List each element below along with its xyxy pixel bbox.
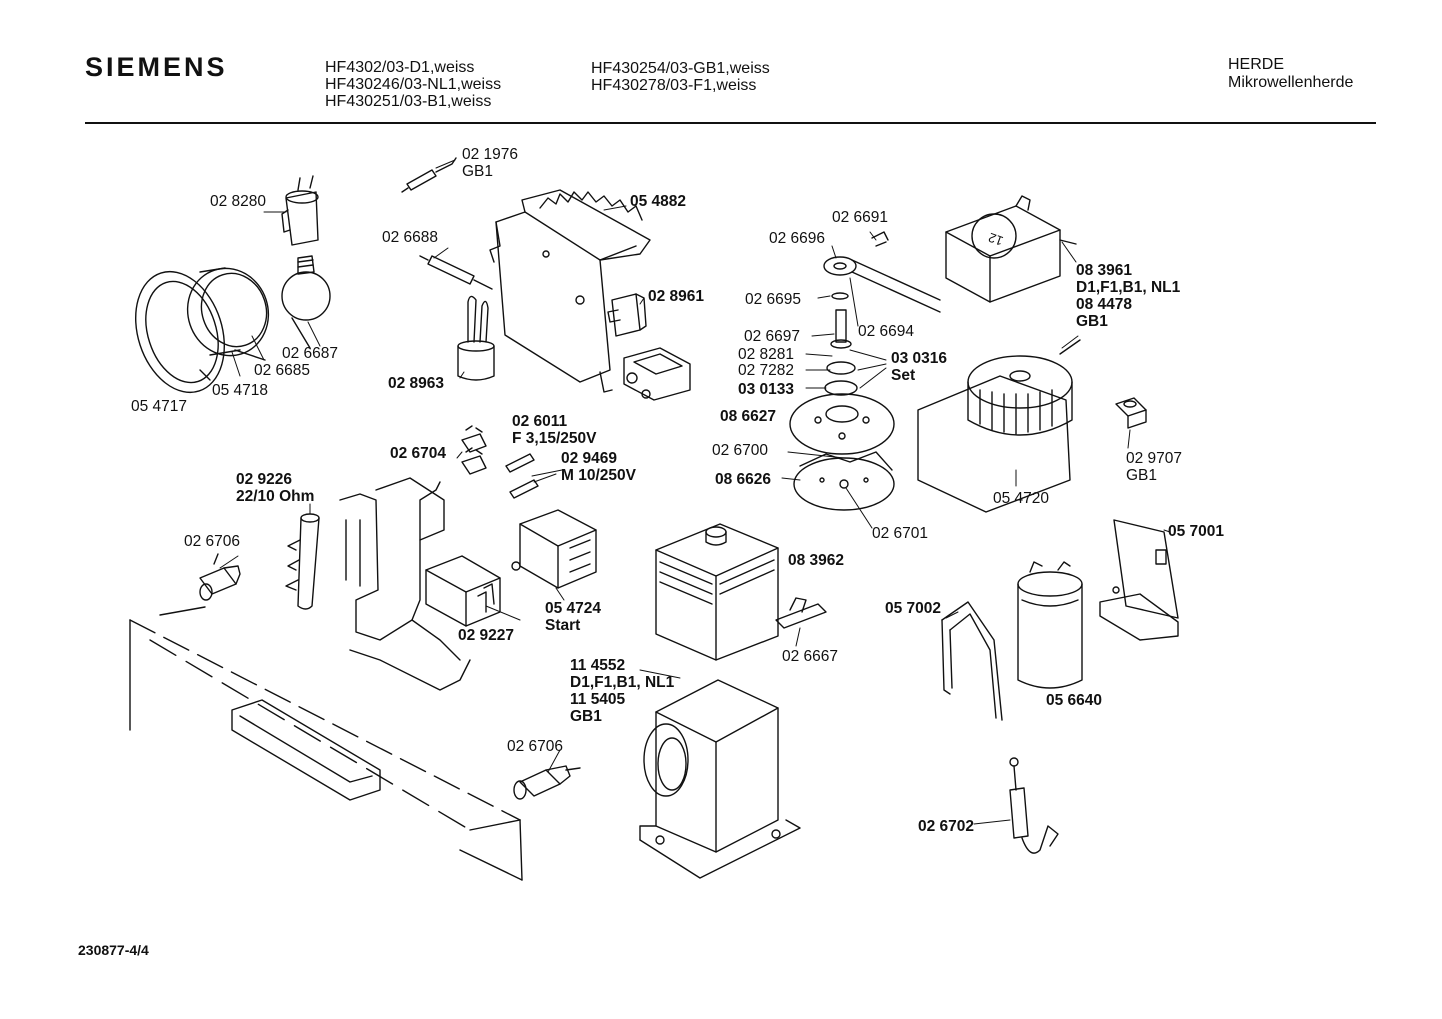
pcb-bracket-drawing <box>1099 519 1179 641</box>
category-block: HERDE Mikrowellenherde <box>1228 56 1353 92</box>
model-line: HF4302/03-D1,weiss <box>325 59 475 76</box>
switch-bracket-drawing <box>623 347 691 401</box>
turntable-motor-drawing: 12 <box>945 195 1077 303</box>
model-line: HF430246/03-NL1,weiss <box>325 76 502 93</box>
switch-029707-drawing <box>1115 397 1147 429</box>
brand-logo: SIEMENS <box>85 52 228 82</box>
model-line: HF430254/03-GB1,weiss <box>591 60 770 77</box>
part-label-026697: 02 6697 <box>744 328 801 345</box>
part-label-026687: 02 6687 <box>282 345 339 362</box>
turntable-drive-drawing <box>823 231 941 313</box>
resistor-tube-drawing <box>285 513 320 610</box>
part-label-029227: 02 9227 <box>458 627 515 644</box>
spindle-drawing <box>824 309 858 396</box>
part-label-026691: 02 6691 <box>832 209 889 226</box>
resistor-drawing <box>419 255 493 290</box>
part-label-056640: 05 6640 <box>1046 692 1103 709</box>
coupling-drawing <box>793 451 895 511</box>
door-switch-left-drawing <box>199 553 241 601</box>
part-label-028281: 02 8281 <box>738 346 795 363</box>
transformer-drawing <box>639 679 801 879</box>
hv-capacitor-drawing <box>1017 561 1083 689</box>
model-list-left: HF4302/03-D1,weiss HF430246/03-NL1,weiss… <box>325 59 501 110</box>
fuse-clip-drawing <box>461 425 487 475</box>
part-label-026695: 02 6695 <box>745 291 802 308</box>
part-label-054718: 05 4718 <box>212 382 269 399</box>
part-label-057002: 05 7002 <box>885 600 942 617</box>
part-label-054717: 05 4717 <box>131 398 188 415</box>
oven-housing-outline <box>129 606 523 881</box>
part-label-086626: 08 6626 <box>715 471 772 488</box>
relay-029227-drawing <box>425 555 501 627</box>
bulb-drawing <box>281 255 331 349</box>
category-title: HERDE <box>1228 56 1285 73</box>
switch-028961-drawing <box>607 293 647 337</box>
model-list-right: HF430254/03-GB1,weiss HF430278/03-F1,wei… <box>591 60 770 94</box>
part-label-026706-left: 02 6706 <box>184 533 241 550</box>
capacitor-drawing <box>457 295 495 381</box>
part-label-083962: 08 3962 <box>788 552 845 569</box>
part-label-026685: 02 6685 <box>254 362 311 379</box>
leader-lines <box>219 159 1171 825</box>
part-label-026688: 02 6688 <box>382 229 439 246</box>
part-label-054720: 05 4720 <box>993 490 1050 507</box>
part-label-054882: 05 4882 <box>630 193 687 210</box>
part-label-026702: 02 6702 <box>918 818 975 835</box>
model-line: HF430278/03-F1,weiss <box>591 77 757 94</box>
board-drawing <box>489 189 651 393</box>
part-label-026704: 02 6704 <box>390 445 447 462</box>
document-number: 230877-4/4 <box>78 942 149 958</box>
part-label-027282: 02 7282 <box>738 362 795 379</box>
part-label-030133: 03 0133 <box>738 381 795 398</box>
part-label-026706-bottom: 02 6706 <box>507 738 564 755</box>
part-label-026694: 02 6694 <box>858 323 915 340</box>
magnetron-drawing <box>655 523 779 661</box>
part-label-057001: 05 7001 <box>1168 523 1225 540</box>
hv-diode-drawing <box>1009 757 1059 854</box>
part-label-026701: 02 6701 <box>872 525 929 542</box>
part-label-028961: 02 8961 <box>648 288 705 305</box>
header-rule <box>85 122 1376 124</box>
part-label-028280: 02 8280 <box>210 193 267 210</box>
interlock-bracket-drawing <box>339 477 471 691</box>
model-line: HF430251/03-B1,weiss <box>325 93 492 110</box>
category-subtitle: Mikrowellenherde <box>1228 74 1354 91</box>
part-label-026700: 02 6700 <box>712 442 769 459</box>
capacitor-strap-drawing <box>941 601 1003 721</box>
blower-fan-drawing <box>917 339 1081 513</box>
fuse-drawing <box>505 453 539 499</box>
svg-text:12: 12 <box>986 230 1005 249</box>
roller-ring-drawing <box>789 393 895 455</box>
lamp-window-drawing <box>134 267 270 394</box>
part-label-026696: 02 6696 <box>769 230 826 247</box>
thermal-switch-drawing <box>775 597 827 629</box>
lamp-socket-drawing <box>281 175 319 246</box>
part-label-028963: 02 8963 <box>388 375 445 392</box>
part-label-086627: 08 6627 <box>720 408 777 425</box>
part-label-026667: 02 6667 <box>782 648 839 665</box>
relay-054724-drawing <box>511 509 597 589</box>
door-switch-bottom-drawing <box>513 765 581 800</box>
